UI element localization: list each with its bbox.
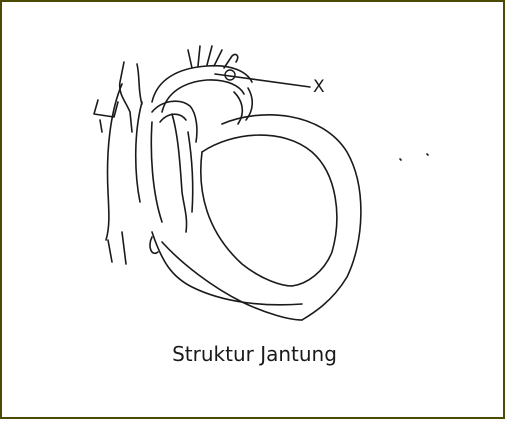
- left-carotid-artery: [207, 46, 222, 66]
- pointer-label-x: X: [313, 77, 325, 97]
- valve-region-2: [188, 132, 193, 212]
- right-atrium-inner: [136, 102, 142, 202]
- valve-region: [172, 114, 187, 232]
- brachiocephalic-artery: [188, 46, 200, 68]
- left-subclavian-artery: [224, 54, 238, 68]
- speck-mark: [400, 154, 428, 160]
- left-atrium-wall: [151, 122, 162, 222]
- right-atrium: [106, 84, 122, 240]
- aortic-arch-inner: [162, 80, 244, 112]
- left-ventricle-inner: [202, 135, 337, 286]
- figure-caption: Struktur Jantung: [2, 342, 505, 366]
- inferior-vena-cava: [108, 232, 126, 264]
- outer-left-wall: [222, 115, 361, 320]
- superior-vena-cava-inner: [137, 64, 142, 104]
- heart-illustration: [94, 46, 428, 320]
- pulmonary-vein-right-2: [100, 120, 102, 132]
- superior-vena-cava: [120, 62, 132, 132]
- septum: [201, 152, 292, 286]
